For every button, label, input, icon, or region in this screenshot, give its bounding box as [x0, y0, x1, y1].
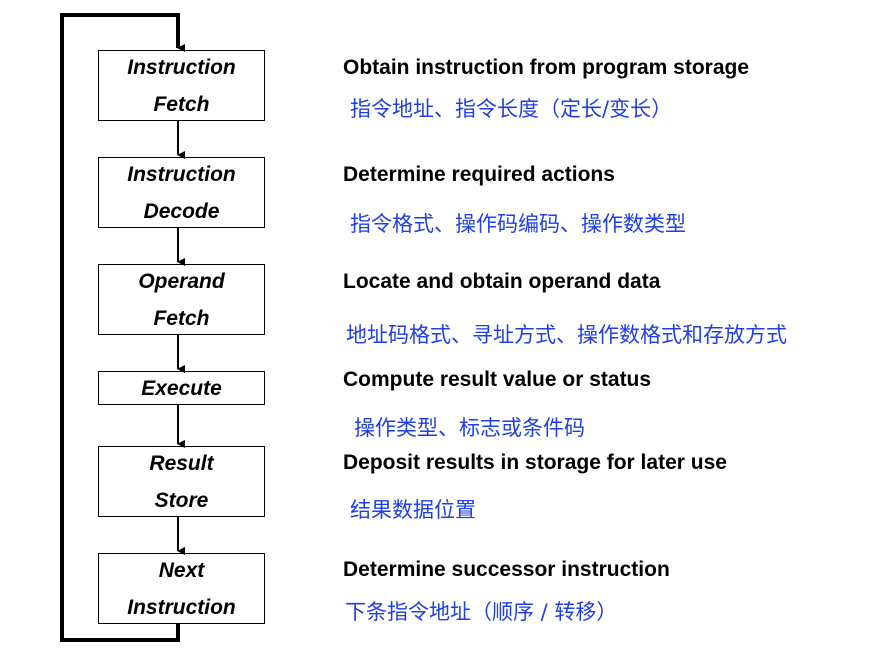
- step-description: Locate and obtain operand data: [343, 270, 661, 293]
- step-box-instruction-fetch: Instruction Fetch: [98, 50, 265, 121]
- step-box-operand-fetch: Operand Fetch: [98, 264, 265, 335]
- step-box-result-store: Result Store: [98, 446, 265, 517]
- step-label: Fetch: [153, 306, 210, 330]
- step-label: Instruction: [127, 162, 236, 186]
- step-note: 指令地址、指令长度（定长/变长）: [350, 97, 673, 121]
- step-description: Determine successor instruction: [343, 558, 670, 581]
- step-description: Determine required actions: [343, 163, 615, 186]
- step-description: Deposit results in storage for later use: [343, 451, 727, 474]
- step-label: Fetch: [153, 92, 210, 116]
- step-label: Decode: [143, 199, 220, 223]
- step-note: 指令格式、操作码编码、操作数类型: [350, 212, 686, 236]
- step-box-execute: Execute: [98, 371, 265, 405]
- step-label: Result: [149, 451, 214, 475]
- loop-back-arrow: [60, 13, 185, 642]
- step-box-instruction-decode: Instruction Decode: [98, 157, 265, 228]
- step-note: 下条指令地址（顺序 / 转移）: [345, 600, 618, 624]
- step-label: Operand: [138, 269, 225, 293]
- step-label: Next: [158, 558, 205, 582]
- step-note: 地址码格式、寻址方式、操作数格式和存放方式: [346, 323, 787, 347]
- step-label: Instruction: [127, 595, 236, 619]
- step-note: 操作类型、标志或条件码: [354, 416, 585, 440]
- step-label: Instruction: [127, 55, 236, 79]
- step-description: Compute result value or status: [343, 368, 652, 391]
- step-note: 结果数据位置: [350, 498, 476, 522]
- step-label: Store: [154, 488, 209, 512]
- step-label: Execute: [141, 376, 222, 400]
- step-description: Obtain instruction from program storage: [343, 56, 750, 79]
- step-box-next-instruction: Next Instruction: [98, 553, 265, 624]
